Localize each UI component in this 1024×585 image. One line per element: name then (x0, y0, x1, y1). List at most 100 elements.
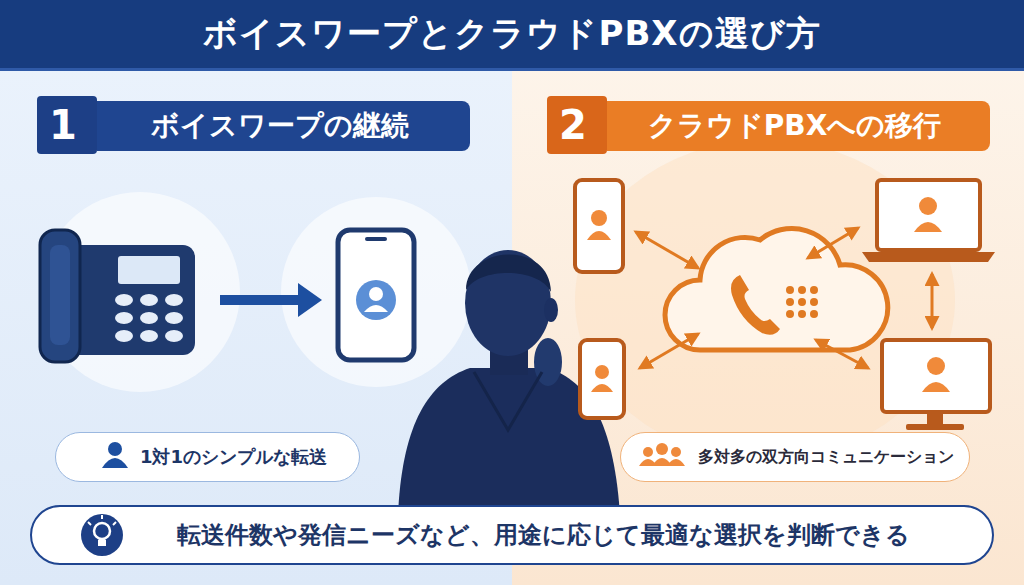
desk-phone (40, 230, 195, 362)
lightbulb-icon (81, 514, 123, 556)
lightbulb-icon (88, 522, 91, 525)
cloud-pbx (798, 286, 806, 294)
smartphone (338, 230, 414, 360)
smartphone (365, 237, 387, 241)
summary-pill: 転送件数や発信ニーズなど、用途に応じて最適な選択を判断できる (30, 505, 994, 565)
group-users-icon (639, 443, 685, 466)
lightbulb-icon (98, 540, 106, 546)
two-way-arrow (640, 334, 698, 368)
smartphone (338, 230, 414, 360)
monitor-device (882, 340, 990, 430)
node-text: 1対1のシンプルな転送 (140, 446, 327, 468)
monitor-device (882, 340, 990, 412)
desk-phone (165, 330, 183, 342)
node-text: 多対多の双方向コミュニケーション (698, 447, 954, 466)
group-users-icon (667, 459, 685, 466)
desk-phone (165, 312, 183, 324)
two-way-arrow (931, 274, 934, 328)
node-text: クラウドPBXへの移行 (648, 109, 941, 143)
cloud-pbx (665, 229, 888, 350)
desk-phone (140, 312, 158, 324)
node-text: 転送件数や発信ニーズなど、用途に応じて最適な選択を判断できる (177, 521, 910, 550)
feature-pill: 多対多の双方向コミュニケーション (620, 432, 970, 482)
step-number: 2 (547, 96, 607, 154)
desk-phone (40, 230, 80, 362)
laptop-device (862, 252, 995, 262)
cloud-pbx (798, 310, 806, 318)
glow-circle (281, 197, 471, 387)
title-band: ボイスワープとクラウドPBXの選び方 (0, 0, 1024, 68)
monitor-device (927, 357, 945, 375)
cloud-pbx (731, 275, 780, 335)
cloud-pbx (786, 298, 794, 306)
group-users-icon (643, 447, 653, 457)
desk-phone (140, 294, 158, 306)
mobile-device (580, 340, 624, 418)
lightbulb-icon (81, 514, 123, 556)
lightbulb-icon (94, 523, 110, 539)
lightbulb-icon (101, 515, 103, 519)
person-silhouette (465, 250, 551, 356)
two-way-arrow (636, 228, 932, 368)
forward-arrow (298, 283, 322, 317)
cloud-pbx (665, 229, 888, 350)
lightbulb-icon (113, 522, 116, 525)
title-text: ボイスワープとクラウドPBXの選び方 (203, 11, 820, 57)
forward-arrow (220, 283, 322, 317)
mobile-device (587, 231, 611, 240)
option-header: ボイスワープの継続 (97, 101, 470, 151)
two-way-arrow (808, 228, 858, 258)
smartphone (364, 305, 388, 312)
node-text: 1 (49, 101, 77, 149)
cloud-pbx (810, 298, 818, 306)
desk-phone (115, 294, 133, 306)
feature-pill: 1対1のシンプルな転送 (55, 432, 360, 482)
desk-phone (165, 294, 183, 306)
mobile-device (575, 180, 623, 272)
laptop-device (877, 180, 980, 250)
mobile-device (591, 210, 607, 226)
two-way-arrow (636, 232, 698, 268)
desk-phone (115, 312, 133, 324)
mobile-device (591, 384, 613, 392)
person-silhouette (466, 255, 551, 292)
laptop-device (914, 222, 942, 232)
smartphone (356, 280, 396, 320)
forward-arrow (220, 295, 300, 305)
node-text: ボイスワープの継続 (151, 109, 409, 143)
single-user-icon (102, 442, 128, 468)
monitor-device (927, 412, 943, 425)
person-silhouette (544, 298, 558, 322)
group-users-icon (639, 459, 657, 466)
desk-phone (115, 330, 133, 342)
cloud-pbx (810, 310, 818, 318)
group-users-icon (652, 458, 672, 466)
node-text: 2 (559, 101, 587, 149)
glow-circle (40, 192, 240, 392)
smartphone (369, 287, 383, 301)
cloud-pbx (810, 286, 818, 294)
single-user-icon (108, 442, 122, 456)
monitor-device (922, 382, 950, 392)
mobile-device (575, 180, 623, 272)
title-underline (0, 68, 1024, 71)
option-header: クラウドPBXへの移行 (607, 101, 990, 151)
desk-phone (50, 245, 70, 345)
cloud-pbx (786, 310, 794, 318)
laptop-device (862, 180, 995, 262)
mobile-device (580, 340, 624, 418)
monitor-device (906, 424, 964, 430)
mobile-device (595, 365, 609, 379)
laptop-device (919, 197, 937, 215)
group-users-icon (671, 447, 681, 457)
cloud-pbx (798, 298, 806, 306)
cloud-pbx (786, 286, 794, 294)
desk-phone (140, 330, 158, 342)
two-way-arrow (816, 340, 868, 368)
step-number: 1 (37, 96, 97, 154)
